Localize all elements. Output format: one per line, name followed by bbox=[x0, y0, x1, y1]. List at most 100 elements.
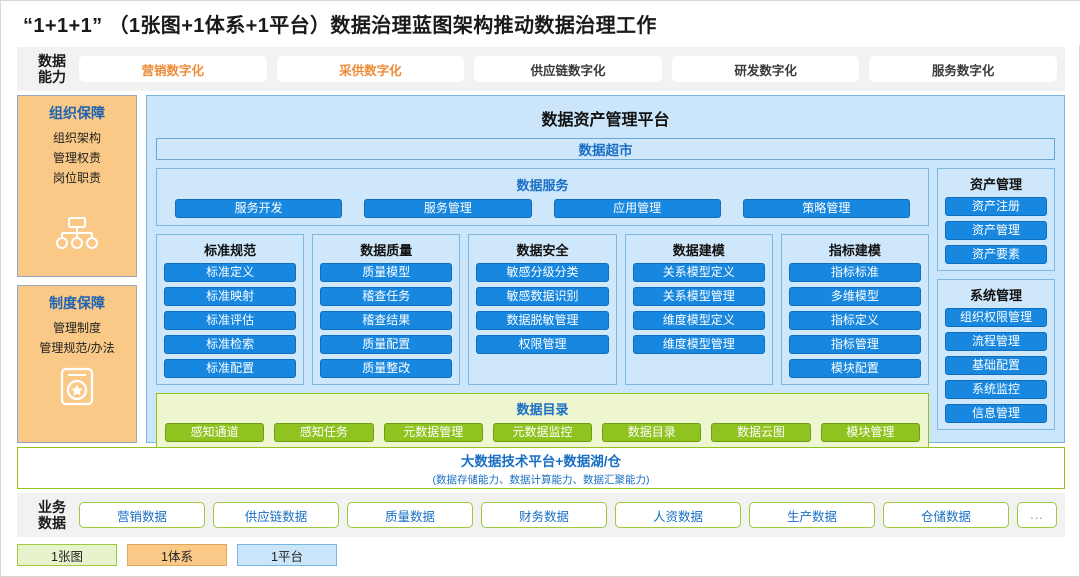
module-column-3: 数据建模关系模型定义关系模型管理维度模型定义维度模型管理 bbox=[624, 234, 773, 385]
module-column-4: 指标建模指标标准多维模型指标定义指标管理模块配置 bbox=[780, 234, 930, 385]
org-chart-icon bbox=[56, 217, 98, 254]
data-catalog-items: 感知通道感知任务元数据管理元数据监控数据目录数据云图模块管理 bbox=[165, 423, 920, 442]
module-item-list: 关系模型定义关系模型管理维度模型定义维度模型管理 bbox=[632, 263, 765, 354]
data-service-item-2[interactable]: 应用管理 bbox=[553, 199, 721, 218]
module-column-title: 标准规范 bbox=[204, 243, 257, 258]
module-item[interactable]: 标准检索 bbox=[164, 335, 297, 354]
module-item[interactable]: 稽查结果 bbox=[320, 311, 453, 330]
side-item[interactable]: 基础配置 bbox=[945, 356, 1047, 375]
capability-button-0[interactable]: 营销数字化 bbox=[79, 56, 267, 82]
module-item-list: 指标标准多维模型指标定义指标管理模块配置 bbox=[788, 263, 922, 378]
side-item[interactable]: 资产管理 bbox=[945, 221, 1047, 240]
data-catalog-panel: 数据目录 感知通道感知任务元数据管理元数据监控数据目录数据云图模块管理 bbox=[156, 393, 929, 450]
module-item[interactable]: 指标标准 bbox=[788, 263, 922, 282]
module-item[interactable]: 标准配置 bbox=[164, 359, 297, 378]
platform-body: 数据服务 服务开发服务管理应用管理策略管理 标准规范标准定义标准映射标准评估标准… bbox=[156, 168, 1055, 450]
bigdata-platform-bar[interactable]: 大数据技术平台+数据湖/仓 (数据存储能力、数据计算能力、数据汇聚能力) bbox=[17, 447, 1065, 489]
data-capability-items: 营销数字化采供数字化供应链数字化研发数字化服务数字化 bbox=[79, 56, 1065, 82]
capability-button-2[interactable]: 供应链数字化 bbox=[474, 56, 662, 82]
side-item[interactable]: 资产注册 bbox=[945, 197, 1047, 216]
catalog-item-3[interactable]: 元数据监控 bbox=[492, 423, 593, 442]
data-service-item-3[interactable]: 策略管理 bbox=[742, 199, 910, 218]
org-guarantee-line: 组织架构 bbox=[52, 131, 101, 145]
data-service-item-1[interactable]: 服务管理 bbox=[364, 199, 532, 218]
side-item[interactable]: 信息管理 bbox=[945, 404, 1047, 423]
module-item[interactable]: 稽查任务 bbox=[320, 287, 453, 306]
capability-button-4[interactable]: 服务数字化 bbox=[869, 56, 1057, 82]
module-item[interactable]: 维度模型定义 bbox=[632, 311, 765, 330]
catalog-item-4[interactable]: 数据目录 bbox=[602, 423, 702, 442]
module-item-list: 敏感分级分类敏感数据识别数据脱敏管理权限管理 bbox=[476, 263, 609, 354]
catalog-item-1[interactable]: 感知任务 bbox=[274, 423, 374, 442]
side-item[interactable]: 资产要素 bbox=[945, 245, 1047, 264]
policy-guarantee-line: 管理制度 bbox=[52, 321, 101, 335]
catalog-item-0[interactable]: 感知通道 bbox=[165, 423, 265, 442]
module-item[interactable]: 标准映射 bbox=[164, 287, 297, 306]
data-capability-label-line1: 数据 bbox=[38, 53, 66, 69]
capability-button-1[interactable]: 采供数字化 bbox=[276, 56, 465, 82]
module-item[interactable]: 标准定义 bbox=[164, 263, 297, 282]
catalog-item-2[interactable]: 元数据管理 bbox=[383, 423, 483, 442]
module-item[interactable]: 指标定义 bbox=[788, 311, 922, 330]
module-item[interactable]: 标准评估 bbox=[164, 311, 297, 330]
legend-item-0: 1张图 bbox=[17, 544, 117, 566]
bigdata-platform-subtitle: (数据存储能力、数据计算能力、数据汇聚能力) bbox=[432, 473, 650, 486]
side-box-1: 系统管理组织权限管理流程管理基础配置系统监控信息管理 bbox=[937, 279, 1055, 430]
module-item[interactable]: 关系模型定义 bbox=[632, 263, 765, 282]
side-box-0: 资产管理资产注册资产管理资产要素 bbox=[937, 168, 1055, 271]
guarantee-column: 组织保障 组织架构 管理权责 岗位职责 bbox=[17, 95, 137, 443]
certificate-star-icon bbox=[59, 367, 95, 412]
module-item-list: 标准定义标准映射标准评估标准检索标准配置 bbox=[164, 263, 297, 378]
data-supermarket-bar[interactable]: 数据超市 bbox=[156, 138, 1055, 160]
org-guarantee-box[interactable]: 组织保障 组织架构 管理权责 岗位职责 bbox=[17, 95, 137, 277]
business-data-button-5[interactable]: 生产数据 bbox=[749, 502, 875, 528]
module-column-2: 数据安全敏感分级分类敏感数据识别数据脱敏管理权限管理 bbox=[468, 234, 617, 385]
module-item[interactable]: 模块配置 bbox=[788, 359, 922, 378]
data-service-item-0[interactable]: 服务开发 bbox=[175, 199, 343, 218]
business-data-button-0[interactable]: 营销数据 bbox=[79, 502, 205, 528]
side-item-list: 资产注册资产管理资产要素 bbox=[945, 197, 1047, 264]
legend-item-1: 1体系 bbox=[127, 544, 227, 566]
business-data-button-4[interactable]: 人资数据 bbox=[615, 502, 741, 528]
module-item[interactable]: 敏感分级分类 bbox=[476, 263, 609, 282]
policy-guarantee-box[interactable]: 制度保障 管理制度 管理规范/办法 bbox=[17, 285, 137, 443]
module-item[interactable]: 数据脱敏管理 bbox=[476, 311, 609, 330]
module-column-title: 数据安全 bbox=[516, 243, 569, 258]
module-item[interactable]: 质量配置 bbox=[320, 335, 453, 354]
module-item[interactable]: 指标管理 bbox=[788, 335, 922, 354]
module-item[interactable]: 质量模型 bbox=[320, 263, 453, 282]
business-data-button-1[interactable]: 供应链数据 bbox=[213, 502, 339, 528]
side-item[interactable]: 组织权限管理 bbox=[945, 308, 1047, 327]
business-data-label-line1: 业务 bbox=[38, 499, 66, 515]
org-guarantee-title: 组织保障 bbox=[49, 105, 105, 121]
side-box-title: 资产管理 bbox=[969, 177, 1022, 192]
platform-title: 数据资产管理平台 bbox=[541, 112, 670, 129]
module-item[interactable]: 多维模型 bbox=[788, 287, 922, 306]
side-item-list: 组织权限管理流程管理基础配置系统监控信息管理 bbox=[945, 308, 1047, 423]
module-item[interactable]: 敏感数据识别 bbox=[476, 287, 609, 306]
module-columns: 标准规范标准定义标准映射标准评估标准检索标准配置数据质量质量模型稽查任务稽查结果… bbox=[156, 234, 930, 385]
page-title: “1+1+1” （1张图+1体系+1平台）数据治理蓝图架构推动数据治理工作 bbox=[23, 14, 657, 37]
module-item[interactable]: 质量整改 bbox=[320, 359, 453, 378]
capability-button-3[interactable]: 研发数字化 bbox=[671, 56, 860, 82]
side-box-title: 系统管理 bbox=[969, 288, 1022, 303]
side-item[interactable]: 流程管理 bbox=[945, 332, 1047, 351]
module-item[interactable]: 关系模型管理 bbox=[632, 287, 765, 306]
data-service-title: 数据服务 bbox=[516, 178, 569, 193]
catalog-item-6[interactable]: 模块管理 bbox=[820, 423, 920, 442]
business-data-button-6[interactable]: 仓储数据 bbox=[883, 502, 1009, 528]
catalog-item-5[interactable]: 数据云图 bbox=[711, 423, 811, 442]
data-capability-label: 数据 能力 bbox=[17, 53, 79, 85]
business-data-button-2[interactable]: 质量数据 bbox=[347, 502, 473, 528]
module-item-list: 质量模型稽查任务稽查结果质量配置质量整改 bbox=[320, 263, 453, 378]
business-data-label-line2: 数据 bbox=[38, 515, 66, 531]
business-data-button-3[interactable]: 财务数据 bbox=[481, 502, 607, 528]
business-data-more-button[interactable]: ... bbox=[1017, 502, 1057, 528]
side-item[interactable]: 系统监控 bbox=[945, 380, 1047, 399]
policy-guarantee-title: 制度保障 bbox=[49, 295, 105, 311]
policy-guarantee-line: 管理规范/办法 bbox=[39, 341, 115, 355]
module-item[interactable]: 维度模型管理 bbox=[632, 335, 765, 354]
module-item[interactable]: 权限管理 bbox=[476, 335, 609, 354]
data-service-items: 服务开发 服务管理 应用管理 策略管理 bbox=[165, 199, 920, 218]
